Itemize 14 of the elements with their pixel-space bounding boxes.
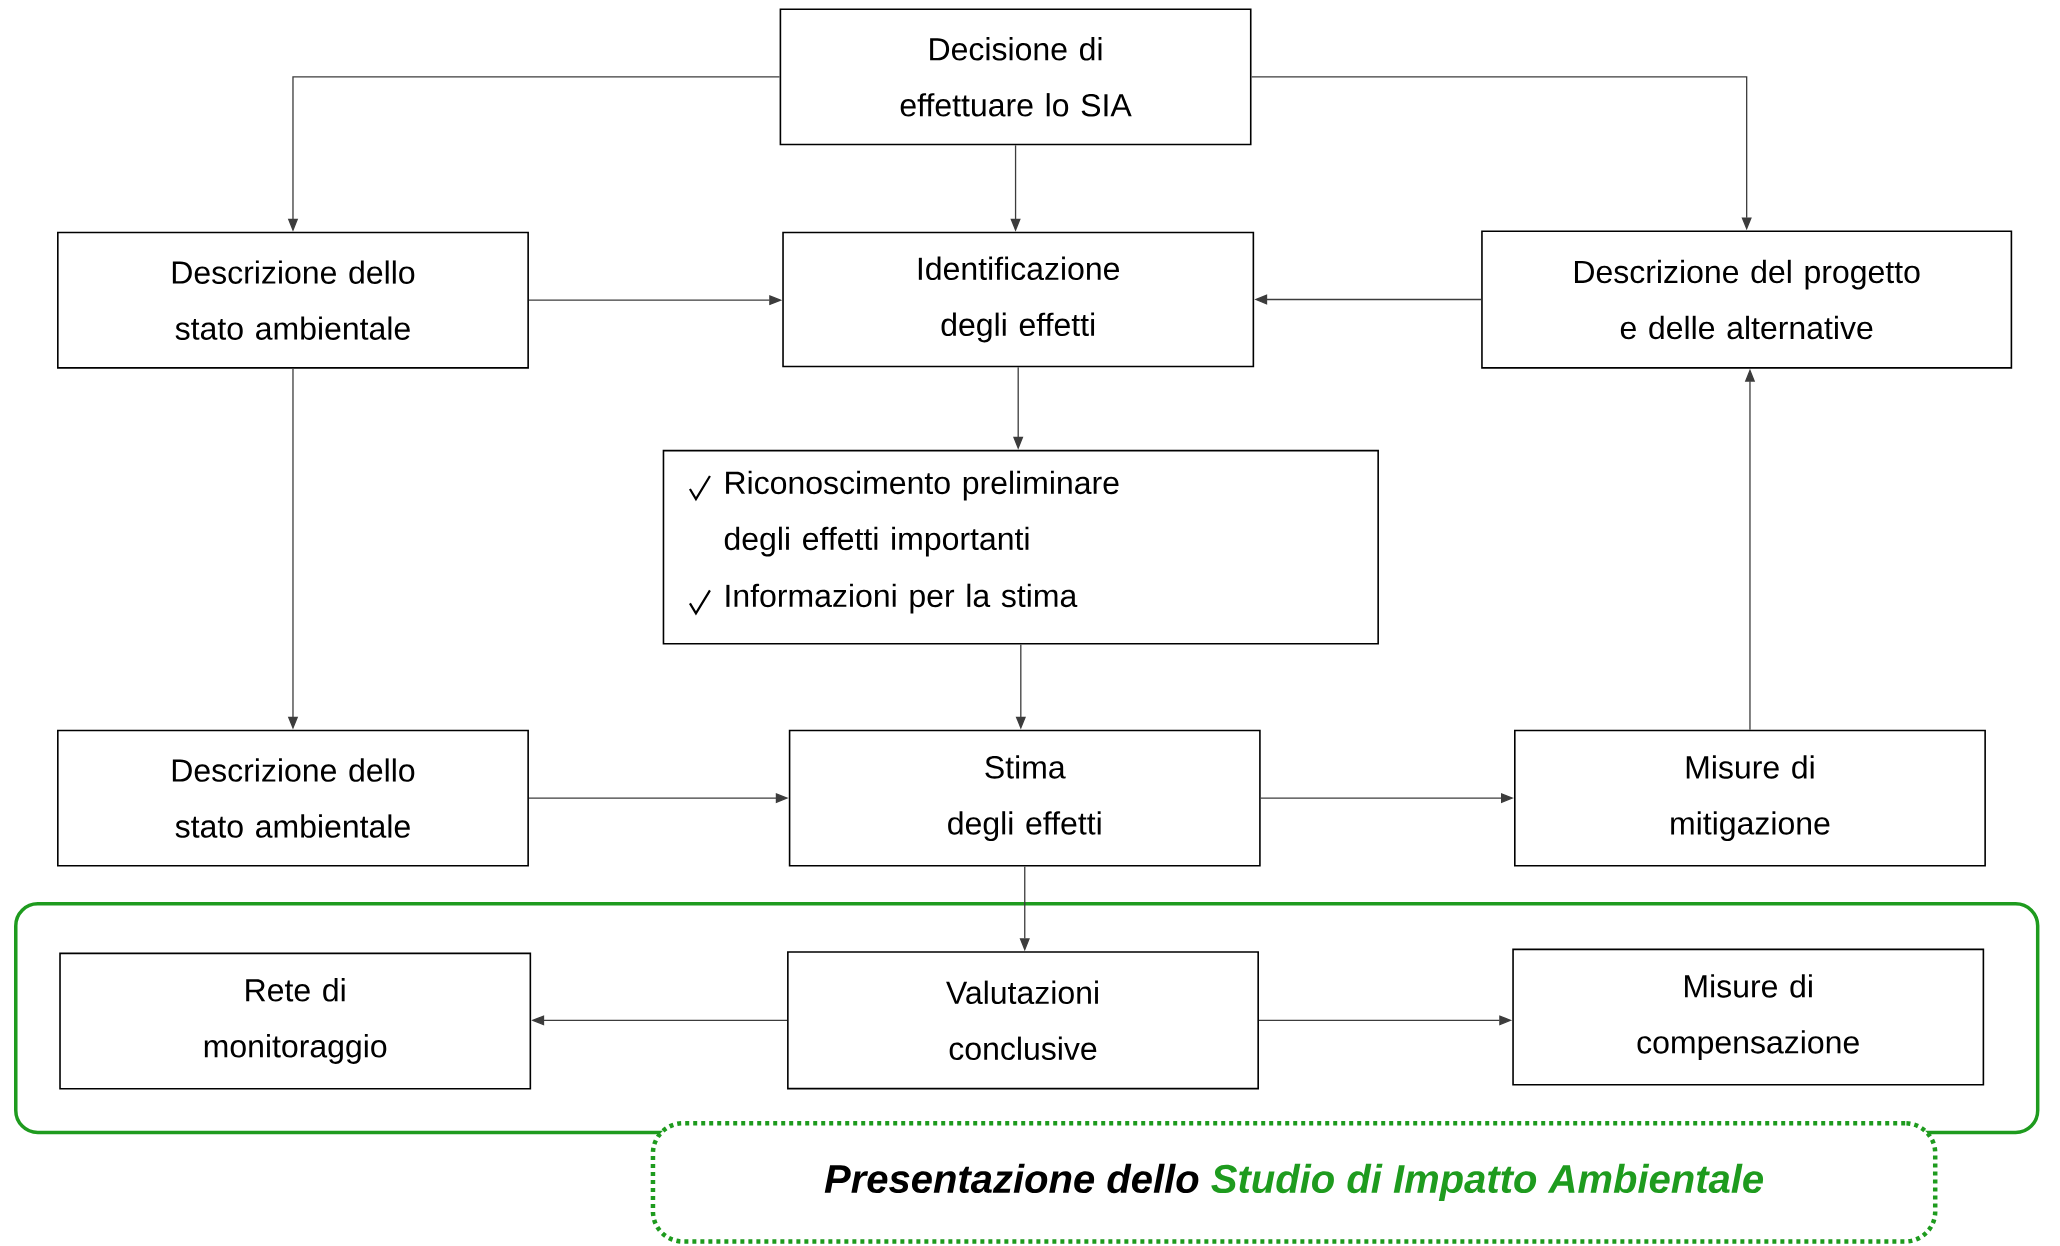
- process-box: Valutazioni conclusive: [787, 951, 1259, 1090]
- process-box: Riconoscimento preliminare degli effetti importanti Informazioni per la stima: [662, 449, 1379, 645]
- title-banner: Presentazione dello Studio di Impatto Ambientale: [650, 1121, 1938, 1244]
- process-box: Rete di monitoraggio: [59, 952, 532, 1090]
- process-box: Identificazione degli effetti: [782, 231, 1255, 368]
- process-box: Descrizione del progetto e delle alternative: [1481, 230, 2013, 369]
- process-box: Decisione di effettuare lo SIA: [779, 8, 1252, 146]
- process-box: Descrizione dello stato ambientale: [57, 729, 529, 867]
- node-label: Studio di Impatto Ambientale: [1211, 1163, 1764, 1202]
- node-label: Presentazione dello: [824, 1163, 1199, 1194]
- process-box: Misure di mitigazione: [1514, 729, 1986, 867]
- process-box: Misure di compensazione: [1512, 948, 1985, 1086]
- process-box: Descrizione dello stato ambientale: [57, 231, 529, 369]
- process-box: Stima degli effetti: [788, 729, 1261, 867]
